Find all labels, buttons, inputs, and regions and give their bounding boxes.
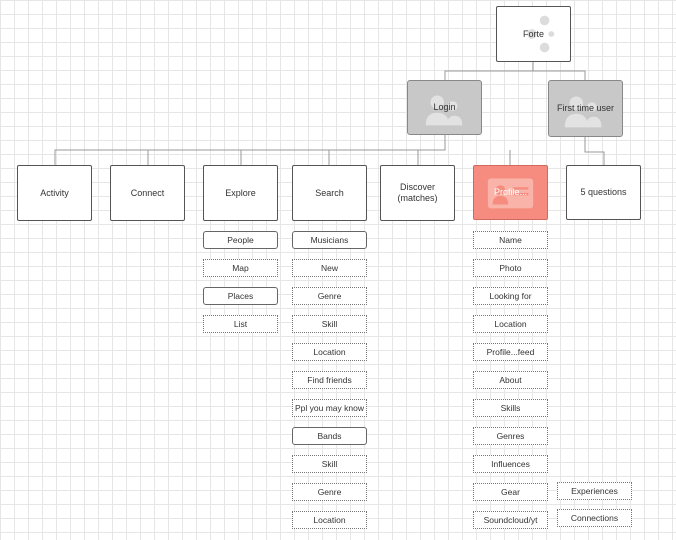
node-first-time-user[interactable]: First time user (548, 80, 623, 137)
profile-item[interactable]: Name (473, 231, 548, 249)
search-item[interactable]: Ppl you may know (292, 399, 367, 417)
search-item[interactable]: Musicians (292, 231, 367, 249)
connector-first-time-questions (584, 137, 605, 165)
node-forte-label: Forte (522, 28, 544, 39)
node-activity[interactable]: Activity (17, 165, 92, 221)
search-item[interactable]: Location (292, 511, 367, 529)
explore-item[interactable]: Places (203, 287, 278, 305)
node-profile-label: Profile... (493, 187, 527, 197)
node-5-questions[interactable]: 5 questions (566, 165, 641, 220)
search-item[interactable]: Find friends (292, 371, 367, 389)
profile-item[interactable]: About (473, 371, 548, 389)
profile-item[interactable]: Looking for (473, 287, 548, 305)
node-forte[interactable]: Forte (496, 6, 571, 62)
profile-item[interactable]: Soundcloud/yt (473, 511, 548, 529)
node-login[interactable]: Login (407, 80, 482, 135)
node-discover-label: Discover (matches) (397, 182, 438, 203)
search-item[interactable]: Skill (292, 455, 367, 473)
node-profile[interactable]: Profile... (473, 165, 548, 220)
node-discover[interactable]: Discover (matches) (380, 165, 455, 221)
explore-item[interactable]: Map (203, 259, 278, 277)
node-explore[interactable]: Explore (203, 165, 278, 221)
profile-item[interactable]: Photo (473, 259, 548, 277)
search-item[interactable]: Genre (292, 287, 367, 305)
profile-item[interactable]: Genres (473, 427, 548, 445)
search-item[interactable]: New (292, 259, 367, 277)
node-connect-label: Connect (130, 187, 165, 198)
search-item[interactable]: Skill (292, 315, 367, 333)
connector-login-sections (54, 135, 511, 165)
questions-item[interactable]: Connections (557, 509, 632, 527)
node-search[interactable]: Search (292, 165, 367, 221)
node-search-label: Search (315, 187, 344, 198)
profile-item[interactable]: Profile...feed (473, 343, 548, 361)
explore-item[interactable]: List (203, 315, 278, 333)
profile-item[interactable]: Location (473, 315, 548, 333)
node-activity-label: Activity (40, 187, 69, 198)
node-first-time-user-label: First time user (556, 103, 614, 113)
node-5-questions-label: 5 questions (580, 187, 627, 197)
profile-item[interactable]: Skills (473, 399, 548, 417)
node-connect[interactable]: Connect (110, 165, 185, 221)
connector-root-entry (444, 62, 586, 80)
questions-item[interactable]: Experiences (557, 482, 632, 500)
search-item[interactable]: Bands (292, 427, 367, 445)
node-login-label: Login (433, 102, 456, 112)
profile-item[interactable]: Gear (473, 483, 548, 501)
profile-item[interactable]: Influences (473, 455, 548, 473)
explore-item[interactable]: People (203, 231, 278, 249)
node-explore-label: Explore (225, 187, 256, 198)
search-item[interactable]: Location (292, 343, 367, 361)
search-item[interactable]: Genre (292, 483, 367, 501)
